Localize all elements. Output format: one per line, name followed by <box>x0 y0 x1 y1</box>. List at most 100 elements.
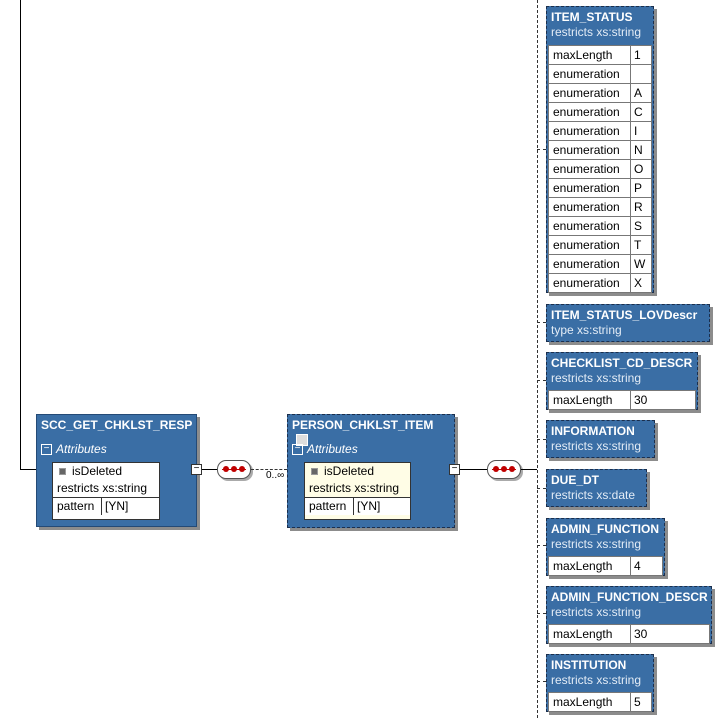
facet-value: S <box>634 219 643 233</box>
facet-value <box>631 65 651 83</box>
attributes-header[interactable]: − Attributes <box>292 442 358 456</box>
multiplicity-label: 0..∞ <box>266 470 285 481</box>
attributes-label: Attributes <box>56 442 107 456</box>
sequence-icon[interactable] <box>487 460 521 479</box>
information-element[interactable]: INFORMATION restricts xs:string <box>546 420 655 458</box>
facet-name: pattern <box>53 498 102 515</box>
element-name: CHECKLIST_CD_DESCR <box>551 356 693 370</box>
attribute-box: isDeleted restricts xs:string pattern [Y… <box>304 462 411 520</box>
facet-name: maxLength <box>549 391 631 409</box>
element-type: restricts xs:string <box>551 537 642 551</box>
element-name: INFORMATION <box>551 424 635 438</box>
element-type: restricts xs:string <box>551 371 642 385</box>
facet-value: I <box>634 124 638 138</box>
attribute-name: isDeleted <box>72 464 123 478</box>
facet-name: enumeration <box>549 122 631 140</box>
facet-name: enumeration <box>549 84 631 102</box>
element-type: restricts xs:date <box>551 488 636 502</box>
facet-name: enumeration <box>549 65 631 83</box>
facet-value: [YN] <box>105 499 129 513</box>
branch-line <box>537 545 546 546</box>
tree-line-h <box>20 469 36 470</box>
facet-value: R <box>634 200 643 214</box>
facet-value: 5 <box>634 695 641 709</box>
branch-line <box>537 322 546 323</box>
facet-name: maxLength <box>549 557 631 575</box>
element-name: INSTITUTION <box>551 658 627 672</box>
facet-value: W <box>634 257 646 271</box>
collapse-icon[interactable]: − <box>292 443 303 455</box>
facet-name: maxLength <box>549 693 631 711</box>
element-name: ADMIN_FUNCTION_DESCR <box>551 590 708 604</box>
facet-name: enumeration <box>549 217 631 235</box>
admin-function-descr-element[interactable]: ADMIN_FUNCTION_DESCR restricts xs:string… <box>546 586 712 644</box>
branch-line <box>537 488 546 489</box>
connector-line <box>251 469 287 470</box>
facet-name: maxLength <box>549 46 631 64</box>
item-status-element[interactable]: ITEM_STATUS restricts xs:string maxLengt… <box>546 6 654 293</box>
facet-value: [YN] <box>357 499 381 513</box>
collapse-icon[interactable]: − <box>41 443 52 455</box>
item-status-lovdescr-element[interactable]: ITEM_STATUS_LOVDescr type xs:string <box>546 304 710 342</box>
attribute-icon <box>59 467 66 475</box>
attribute-box: isDeleted restricts xs:string pattern [Y… <box>52 462 160 520</box>
root-element[interactable]: SCC_GET_CHKLST_RESP − Attributes isDelet… <box>36 414 197 527</box>
facet-value: 1 <box>634 48 641 62</box>
attributes-header[interactable]: − Attributes <box>41 442 107 456</box>
element-name: ITEM_STATUS <box>551 10 633 24</box>
facet-value: 30 <box>634 627 648 641</box>
person-element-name: PERSON_CHKLST_ITEM <box>292 418 434 432</box>
facet-name: enumeration <box>549 255 631 273</box>
facet-name: enumeration <box>549 179 631 197</box>
branch-line <box>537 613 546 614</box>
attribute-type: restricts xs:string <box>309 481 400 495</box>
facet-value: X <box>634 276 643 290</box>
due-dt-element[interactable]: DUE_DT restricts xs:date <box>546 469 647 507</box>
facet-value: N <box>634 143 643 157</box>
element-type: restricts xs:string <box>551 439 642 453</box>
attribute-icon <box>311 467 318 475</box>
facet-value: 30 <box>634 393 648 407</box>
facet-name: enumeration <box>549 236 631 254</box>
facet-name: enumeration <box>549 198 631 216</box>
facet-name: enumeration <box>549 103 631 121</box>
connector-line <box>202 469 217 470</box>
institution-element[interactable]: INSTITUTION restricts xs:string maxLengt… <box>546 654 654 712</box>
facet-value: A <box>634 86 643 100</box>
checklist-cd-descr-element[interactable]: CHECKLIST_CD_DESCR restricts xs:string m… <box>546 352 698 410</box>
collapse-connector-icon[interactable]: − <box>191 464 202 475</box>
facet-name: enumeration <box>549 160 631 178</box>
attribute-type: restricts xs:string <box>57 481 148 495</box>
attributes-label: Attributes <box>307 442 358 456</box>
admin-function-element[interactable]: ADMIN_FUNCTION restricts xs:string maxLe… <box>546 518 665 576</box>
facet-name: maxLength <box>549 625 631 643</box>
collapse-connector-icon[interactable]: − <box>449 464 460 475</box>
tree-line <box>20 0 21 470</box>
connector-line <box>460 469 487 470</box>
element-type: restricts xs:string <box>551 25 642 39</box>
person-chklst-item-element[interactable]: PERSON_CHKLST_ITEM − Attributes isDelete… <box>287 414 455 528</box>
element-type: restricts xs:string <box>551 605 642 619</box>
branch-line <box>537 439 546 440</box>
facet-name: enumeration <box>549 141 631 159</box>
sequence-icon[interactable] <box>217 460 251 479</box>
branch-line <box>537 149 546 150</box>
element-type: type xs:string <box>551 323 622 337</box>
sequence-bus-line <box>537 0 538 718</box>
facet-value: T <box>634 238 642 252</box>
